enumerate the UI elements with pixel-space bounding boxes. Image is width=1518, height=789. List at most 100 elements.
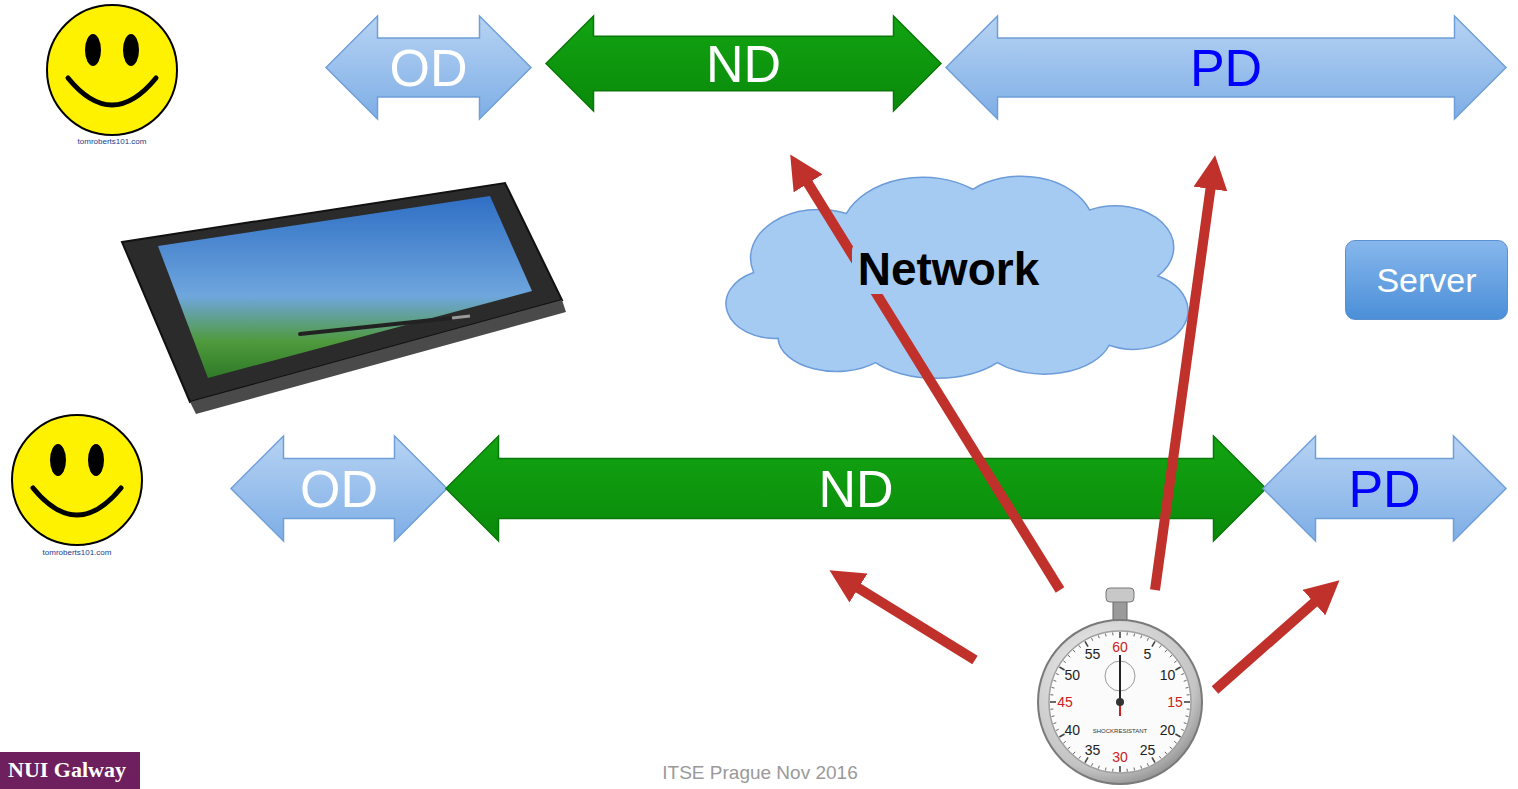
dial-tick bbox=[1184, 722, 1187, 724]
dial-tick bbox=[1175, 667, 1180, 670]
dial-tick bbox=[1165, 752, 1167, 754]
university-logo: NUI Galway bbox=[0, 752, 140, 789]
delay-label: OD bbox=[300, 463, 378, 515]
dial-number: 50 bbox=[1065, 668, 1081, 682]
dial-tick bbox=[1050, 701, 1056, 703]
dial-tick bbox=[1186, 715, 1189, 717]
dial-tick bbox=[1186, 687, 1189, 689]
dial-number: 5 bbox=[1144, 647, 1152, 661]
dial-tick bbox=[1063, 741, 1065, 743]
dial-tick bbox=[1105, 634, 1107, 637]
delay-arrow: ND bbox=[545, 15, 942, 112]
tablet-computer bbox=[122, 183, 566, 414]
dial-tick bbox=[1181, 729, 1184, 730]
dial-tick bbox=[1085, 757, 1088, 762]
dial-tick bbox=[1165, 650, 1167, 652]
dial-tick bbox=[1159, 756, 1161, 758]
delay-label: PD bbox=[1348, 463, 1420, 515]
dial-tick bbox=[1059, 667, 1064, 670]
dial-tick bbox=[1127, 769, 1128, 772]
smiley-face bbox=[12, 415, 142, 545]
dial-tick bbox=[1140, 635, 1142, 638]
network-cloud: Network bbox=[705, 165, 1192, 373]
delay-arrow: ND bbox=[445, 435, 1267, 542]
dial-tick bbox=[1085, 641, 1088, 646]
dial-tick bbox=[1147, 638, 1148, 641]
dial-number: 25 bbox=[1140, 743, 1156, 757]
dial-tick bbox=[1053, 722, 1056, 724]
delay-label: OD bbox=[390, 42, 468, 94]
dial-tick bbox=[1052, 687, 1055, 689]
dial-tick bbox=[1174, 661, 1176, 663]
dial-tick bbox=[1184, 701, 1190, 703]
dial-tick bbox=[1175, 734, 1180, 737]
dial-tick bbox=[1050, 709, 1053, 710]
dial-tick bbox=[1119, 766, 1121, 772]
footer-text: ITSE Prague Nov 2016 bbox=[662, 763, 857, 782]
delay-arrow: PD bbox=[1262, 435, 1507, 542]
dial-number: 40 bbox=[1065, 723, 1081, 737]
dial-tick bbox=[1059, 734, 1064, 737]
delay-label: ND bbox=[818, 463, 893, 515]
dial-tick bbox=[1079, 645, 1081, 647]
dial-tick bbox=[1112, 769, 1113, 772]
dial-tick bbox=[1056, 729, 1059, 730]
dial-tick bbox=[1073, 650, 1075, 652]
dial-tick bbox=[1187, 694, 1190, 695]
dial-tick bbox=[1079, 756, 1081, 758]
dial-number: 30 bbox=[1112, 750, 1128, 764]
dial-tick bbox=[1170, 655, 1172, 657]
pointer-arrow bbox=[855, 586, 975, 660]
dial-tick bbox=[1127, 632, 1128, 635]
dial-tick bbox=[1119, 632, 1121, 638]
dial-number: 20 bbox=[1160, 723, 1176, 737]
dial-tick bbox=[1133, 634, 1135, 637]
dial-tick bbox=[1105, 768, 1107, 771]
pointer-arrow bbox=[806, 180, 1060, 590]
dial-tick bbox=[1133, 768, 1135, 771]
delay-label: ND bbox=[706, 38, 781, 90]
dial-number: 15 bbox=[1167, 695, 1183, 709]
delay-arrow: OD bbox=[230, 435, 448, 542]
cloud-label: Network bbox=[852, 244, 1045, 294]
dial-tick bbox=[1112, 632, 1113, 635]
dial-tick bbox=[1174, 741, 1176, 743]
pointer-arrow bbox=[1155, 185, 1211, 590]
dial-tick bbox=[1073, 752, 1075, 754]
dial-tick bbox=[1068, 747, 1070, 749]
server-box: Server bbox=[1345, 240, 1508, 320]
server-label: Server bbox=[1376, 263, 1476, 297]
stopwatch bbox=[1038, 588, 1202, 784]
dial-tick bbox=[1098, 635, 1100, 638]
dial-number: 35 bbox=[1085, 743, 1101, 757]
dial-tick bbox=[1052, 715, 1055, 717]
dial-brand: SHOCKRESISTANT bbox=[1093, 728, 1148, 734]
image-credit: tomroberts101.com bbox=[43, 549, 112, 557]
dial-number: 45 bbox=[1057, 695, 1073, 709]
image-credit: tomroberts101.com bbox=[78, 138, 147, 146]
dial-tick bbox=[1063, 661, 1065, 663]
dial-number: 60 bbox=[1112, 640, 1128, 654]
dial-tick bbox=[1187, 709, 1190, 710]
dial-tick bbox=[1068, 655, 1070, 657]
dial-tick bbox=[1147, 763, 1148, 766]
dial-tick bbox=[1184, 680, 1187, 682]
dial-tick bbox=[1098, 766, 1100, 769]
dial-tick bbox=[1159, 645, 1161, 647]
delay-arrow: OD bbox=[325, 15, 532, 120]
dial-number: 55 bbox=[1085, 647, 1101, 661]
dial-number: 10 bbox=[1160, 668, 1176, 682]
dial-tick bbox=[1050, 694, 1053, 695]
pointer-arrow bbox=[1215, 600, 1317, 690]
dial-tick bbox=[1152, 757, 1155, 762]
dial-tick bbox=[1170, 747, 1172, 749]
dial-tick bbox=[1092, 763, 1093, 766]
dial-tick bbox=[1092, 638, 1093, 641]
dial-tick bbox=[1181, 674, 1184, 675]
delay-label: PD bbox=[1190, 42, 1262, 94]
dial-tick bbox=[1140, 766, 1142, 769]
dial-tick bbox=[1056, 674, 1059, 675]
delay-arrow: PD bbox=[945, 15, 1507, 120]
